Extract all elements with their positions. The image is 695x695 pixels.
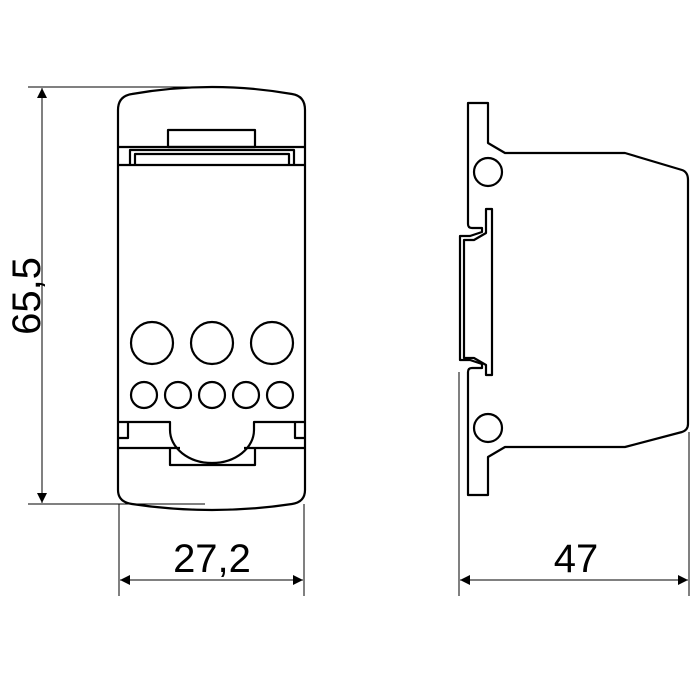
lower-screw [472, 412, 504, 444]
large-terminal-holes [129, 320, 295, 366]
height-label: 65,5 [5, 257, 49, 335]
front-view [116, 85, 307, 512]
height-dimension: 65,5 [5, 86, 205, 505]
din-rail [462, 207, 494, 377]
upper-screw [472, 156, 504, 188]
width-dimension: 27,2 [118, 504, 305, 596]
side-body-outline [458, 101, 690, 497]
depth-dimension: 47 [458, 372, 690, 596]
depth-label: 47 [554, 537, 599, 581]
width-label: 27,2 [173, 537, 251, 581]
bottom-latch [118, 420, 305, 465]
top-tab [166, 128, 257, 149]
side-view [458, 101, 690, 497]
small-terminal-holes [129, 380, 295, 410]
